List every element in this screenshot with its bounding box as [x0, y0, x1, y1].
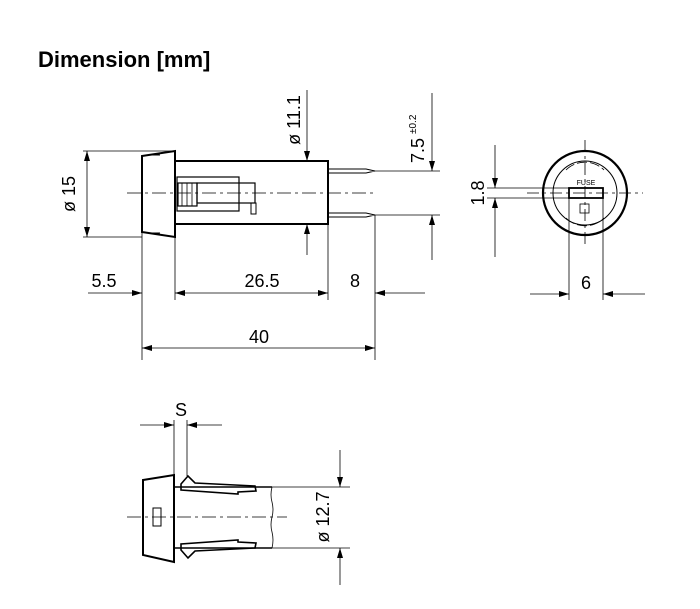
pin-bottom	[327, 212, 376, 218]
dim-bezel-diameter: ø 15	[59, 176, 79, 212]
fuse-label: FUSE	[577, 180, 596, 187]
bezel	[141, 149, 176, 239]
mounting-view	[127, 420, 350, 585]
dim-pin-spacing: 7.5 ±0.2	[408, 114, 428, 163]
bezel	[142, 473, 175, 564]
clip-bottom	[180, 539, 257, 560]
side-view	[83, 90, 440, 360]
body	[174, 160, 329, 225]
dim-body-length: 26.5	[244, 271, 279, 291]
dim-body-diameter: ø 11.1	[284, 95, 304, 145]
page-title: Dimension [mm]	[38, 47, 211, 72]
end-view	[487, 140, 645, 300]
dim-panel-thickness: S	[175, 400, 187, 420]
dim-bezel-length: 5.5	[91, 271, 116, 291]
dim-slot-height: 1.8	[468, 180, 488, 205]
dim-pin-length: 8	[350, 271, 360, 291]
dim-mount-diameter: ø 12.7	[313, 491, 333, 542]
dim-pin-spacing-tolerance: ±0.2	[408, 114, 419, 134]
dim-pin-spacing-value: 7.5	[408, 138, 428, 163]
fuse-carrier	[176, 176, 240, 212]
pin-top	[327, 168, 376, 174]
dim-total-length: 40	[249, 327, 269, 347]
dim-slot-width: 6	[581, 273, 591, 293]
clip-top	[180, 474, 257, 495]
